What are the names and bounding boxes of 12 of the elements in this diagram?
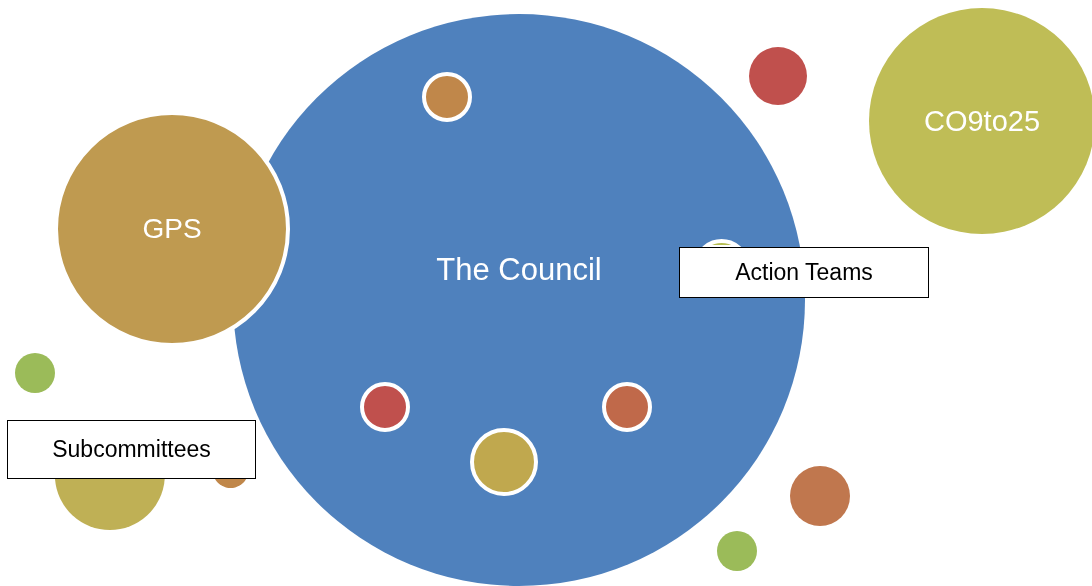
circle <box>422 72 472 122</box>
node-label: GPS <box>142 213 202 245</box>
node-label: The Council <box>436 252 602 288</box>
circle <box>790 466 850 526</box>
node-label: Action Teams <box>735 259 873 286</box>
label-box <box>679 247 929 298</box>
circle <box>360 382 410 432</box>
circle <box>15 353 55 393</box>
node-label: Subcommittees <box>52 436 211 463</box>
circle <box>602 382 652 432</box>
label-box <box>7 420 256 479</box>
node-label: CO9to25 <box>923 104 1041 138</box>
